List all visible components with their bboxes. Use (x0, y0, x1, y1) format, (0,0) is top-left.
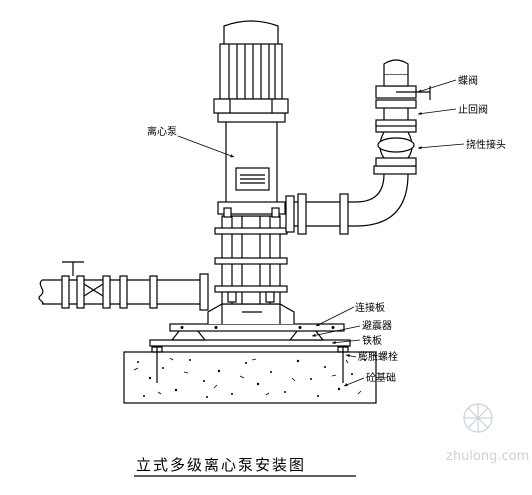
inlet-pipe (38, 261, 209, 311)
label-connecting-plate: 连接板 (355, 301, 385, 314)
watermark-logo (463, 403, 493, 433)
leader-lines (177, 79, 465, 387)
label-centrifugal-pump: 离心泵 (147, 125, 177, 138)
motor (213, 20, 289, 114)
watermark-text: zhulong.com (446, 449, 529, 464)
pump-casing (217, 112, 286, 218)
concrete-base (123, 351, 377, 404)
label-butterfly-valve: 蝶阀 (458, 74, 478, 87)
butterfly-valve (375, 59, 431, 100)
pump-pedestal (207, 303, 295, 324)
expansion-bolt-left (151, 344, 163, 383)
label-concrete-base: 砼基础 (366, 371, 396, 384)
label-iron-plate: 铁板 (362, 334, 382, 347)
label-damper: 避震器 (362, 319, 392, 332)
label-check-valve: 止回阀 (458, 103, 488, 116)
expansion-bolt-right (337, 344, 349, 383)
diagram-caption: 立式多级离心泵安装图 (136, 456, 306, 474)
flexible-joint (375, 123, 417, 167)
check-valve (375, 99, 417, 127)
iron-plate (149, 339, 351, 347)
label-expansion-bolt: 膨胀螺栓 (358, 350, 398, 363)
pump-stages (214, 215, 288, 305)
outlet-pipe (285, 160, 417, 235)
label-flexible-joint: 挠性接头 (466, 138, 506, 151)
